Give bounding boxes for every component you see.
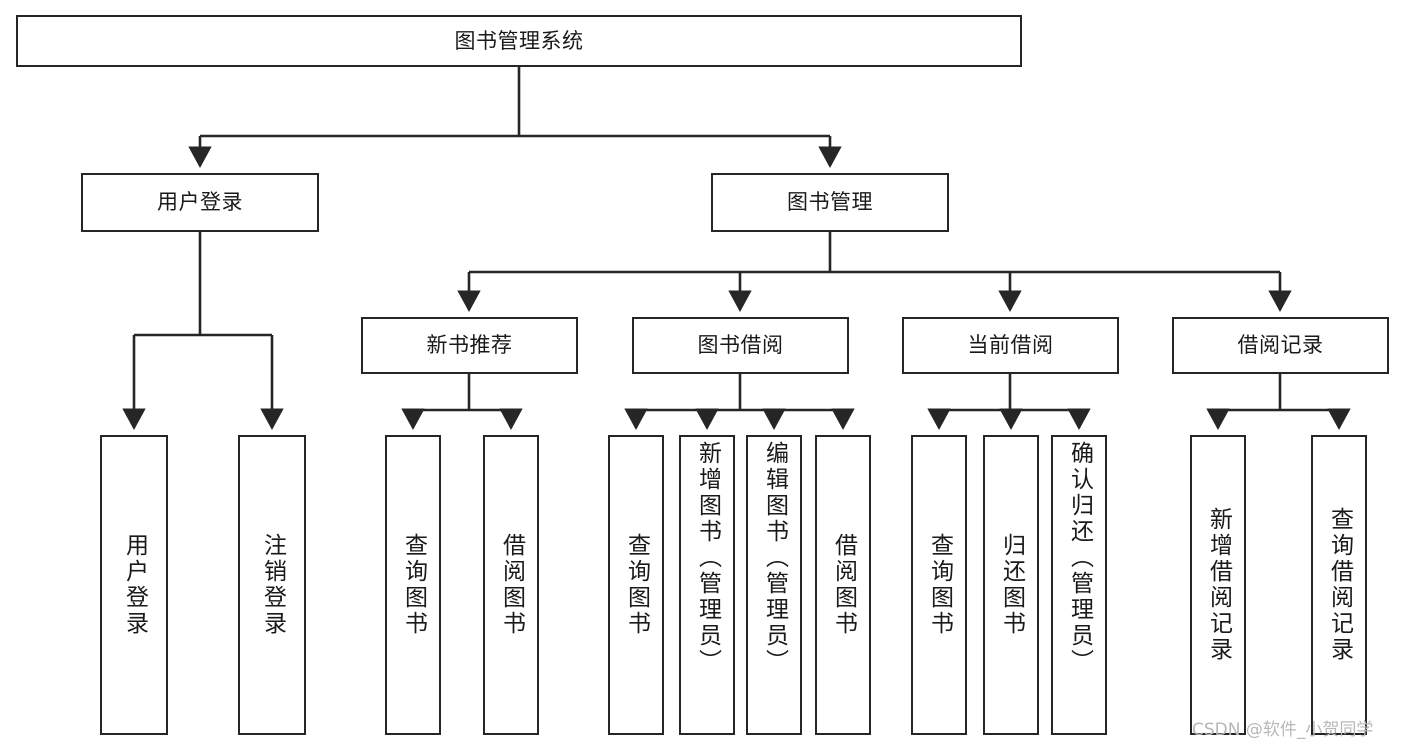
node-label: 归还图书 bbox=[998, 533, 1025, 637]
node-label: 用户登录 bbox=[157, 190, 243, 215]
node-label: 新增图书（管理员） bbox=[694, 441, 721, 675]
node-leaf-add-book-admin[interactable]: 新增图书（管理员） bbox=[679, 435, 735, 735]
node-leaf-return-book[interactable]: 归还图书 bbox=[983, 435, 1039, 735]
node-leaf-confirm-return-admin[interactable]: 确认归还（管理员） bbox=[1051, 435, 1107, 735]
node-level2-user-login[interactable]: 用户登录 bbox=[81, 173, 319, 232]
node-label: 图书管理 bbox=[787, 190, 873, 215]
node-leaf-query-book-newbook[interactable]: 查询图书 bbox=[385, 435, 441, 735]
node-label: 确认归还（管理员） bbox=[1066, 441, 1093, 675]
node-label: 借阅记录 bbox=[1237, 333, 1324, 358]
node-root[interactable]: 图书管理系统 bbox=[16, 15, 1022, 67]
node-leaf-query-borrow-record[interactable]: 查询借阅记录 bbox=[1311, 435, 1367, 735]
node-label: 新增借阅记录 bbox=[1205, 507, 1232, 663]
node-level2-book-management[interactable]: 图书管理 bbox=[711, 173, 949, 232]
node-label: 查询图书 bbox=[400, 533, 427, 637]
node-level3-current-borrow[interactable]: 当前借阅 bbox=[902, 317, 1119, 374]
node-label: 编辑图书（管理员） bbox=[761, 441, 788, 675]
node-label: 新书推荐 bbox=[426, 333, 513, 358]
node-leaf-query-book-current[interactable]: 查询图书 bbox=[911, 435, 967, 735]
node-label: 用户登录 bbox=[121, 533, 148, 637]
node-leaf-user-login[interactable]: 用户登录 bbox=[100, 435, 168, 735]
node-leaf-edit-book-admin[interactable]: 编辑图书（管理员） bbox=[746, 435, 802, 735]
node-label: 当前借阅 bbox=[967, 333, 1054, 358]
node-level3-borrow-records[interactable]: 借阅记录 bbox=[1172, 317, 1389, 374]
csdn-watermark: CSDN @软件_小贺同学 bbox=[1192, 720, 1374, 740]
node-label: 查询借阅记录 bbox=[1326, 507, 1353, 663]
node-label: 注销登录 bbox=[259, 533, 286, 637]
node-label: 查询图书 bbox=[623, 533, 650, 637]
node-leaf-logout[interactable]: 注销登录 bbox=[238, 435, 306, 735]
node-leaf-query-book-borrow[interactable]: 查询图书 bbox=[608, 435, 664, 735]
node-level3-new-book-recommend[interactable]: 新书推荐 bbox=[361, 317, 578, 374]
node-label: 图书借阅 bbox=[697, 333, 784, 358]
node-label: 借阅图书 bbox=[830, 533, 857, 637]
node-leaf-lend-book[interactable]: 借阅图书 bbox=[815, 435, 871, 735]
node-leaf-borrow-book-newbook[interactable]: 借阅图书 bbox=[483, 435, 539, 735]
node-root-label: 图书管理系统 bbox=[454, 28, 584, 53]
node-label: 查询图书 bbox=[926, 533, 953, 637]
node-level3-book-borrow[interactable]: 图书借阅 bbox=[632, 317, 849, 374]
node-leaf-add-borrow-record[interactable]: 新增借阅记录 bbox=[1190, 435, 1246, 735]
node-label: 借阅图书 bbox=[498, 533, 525, 637]
